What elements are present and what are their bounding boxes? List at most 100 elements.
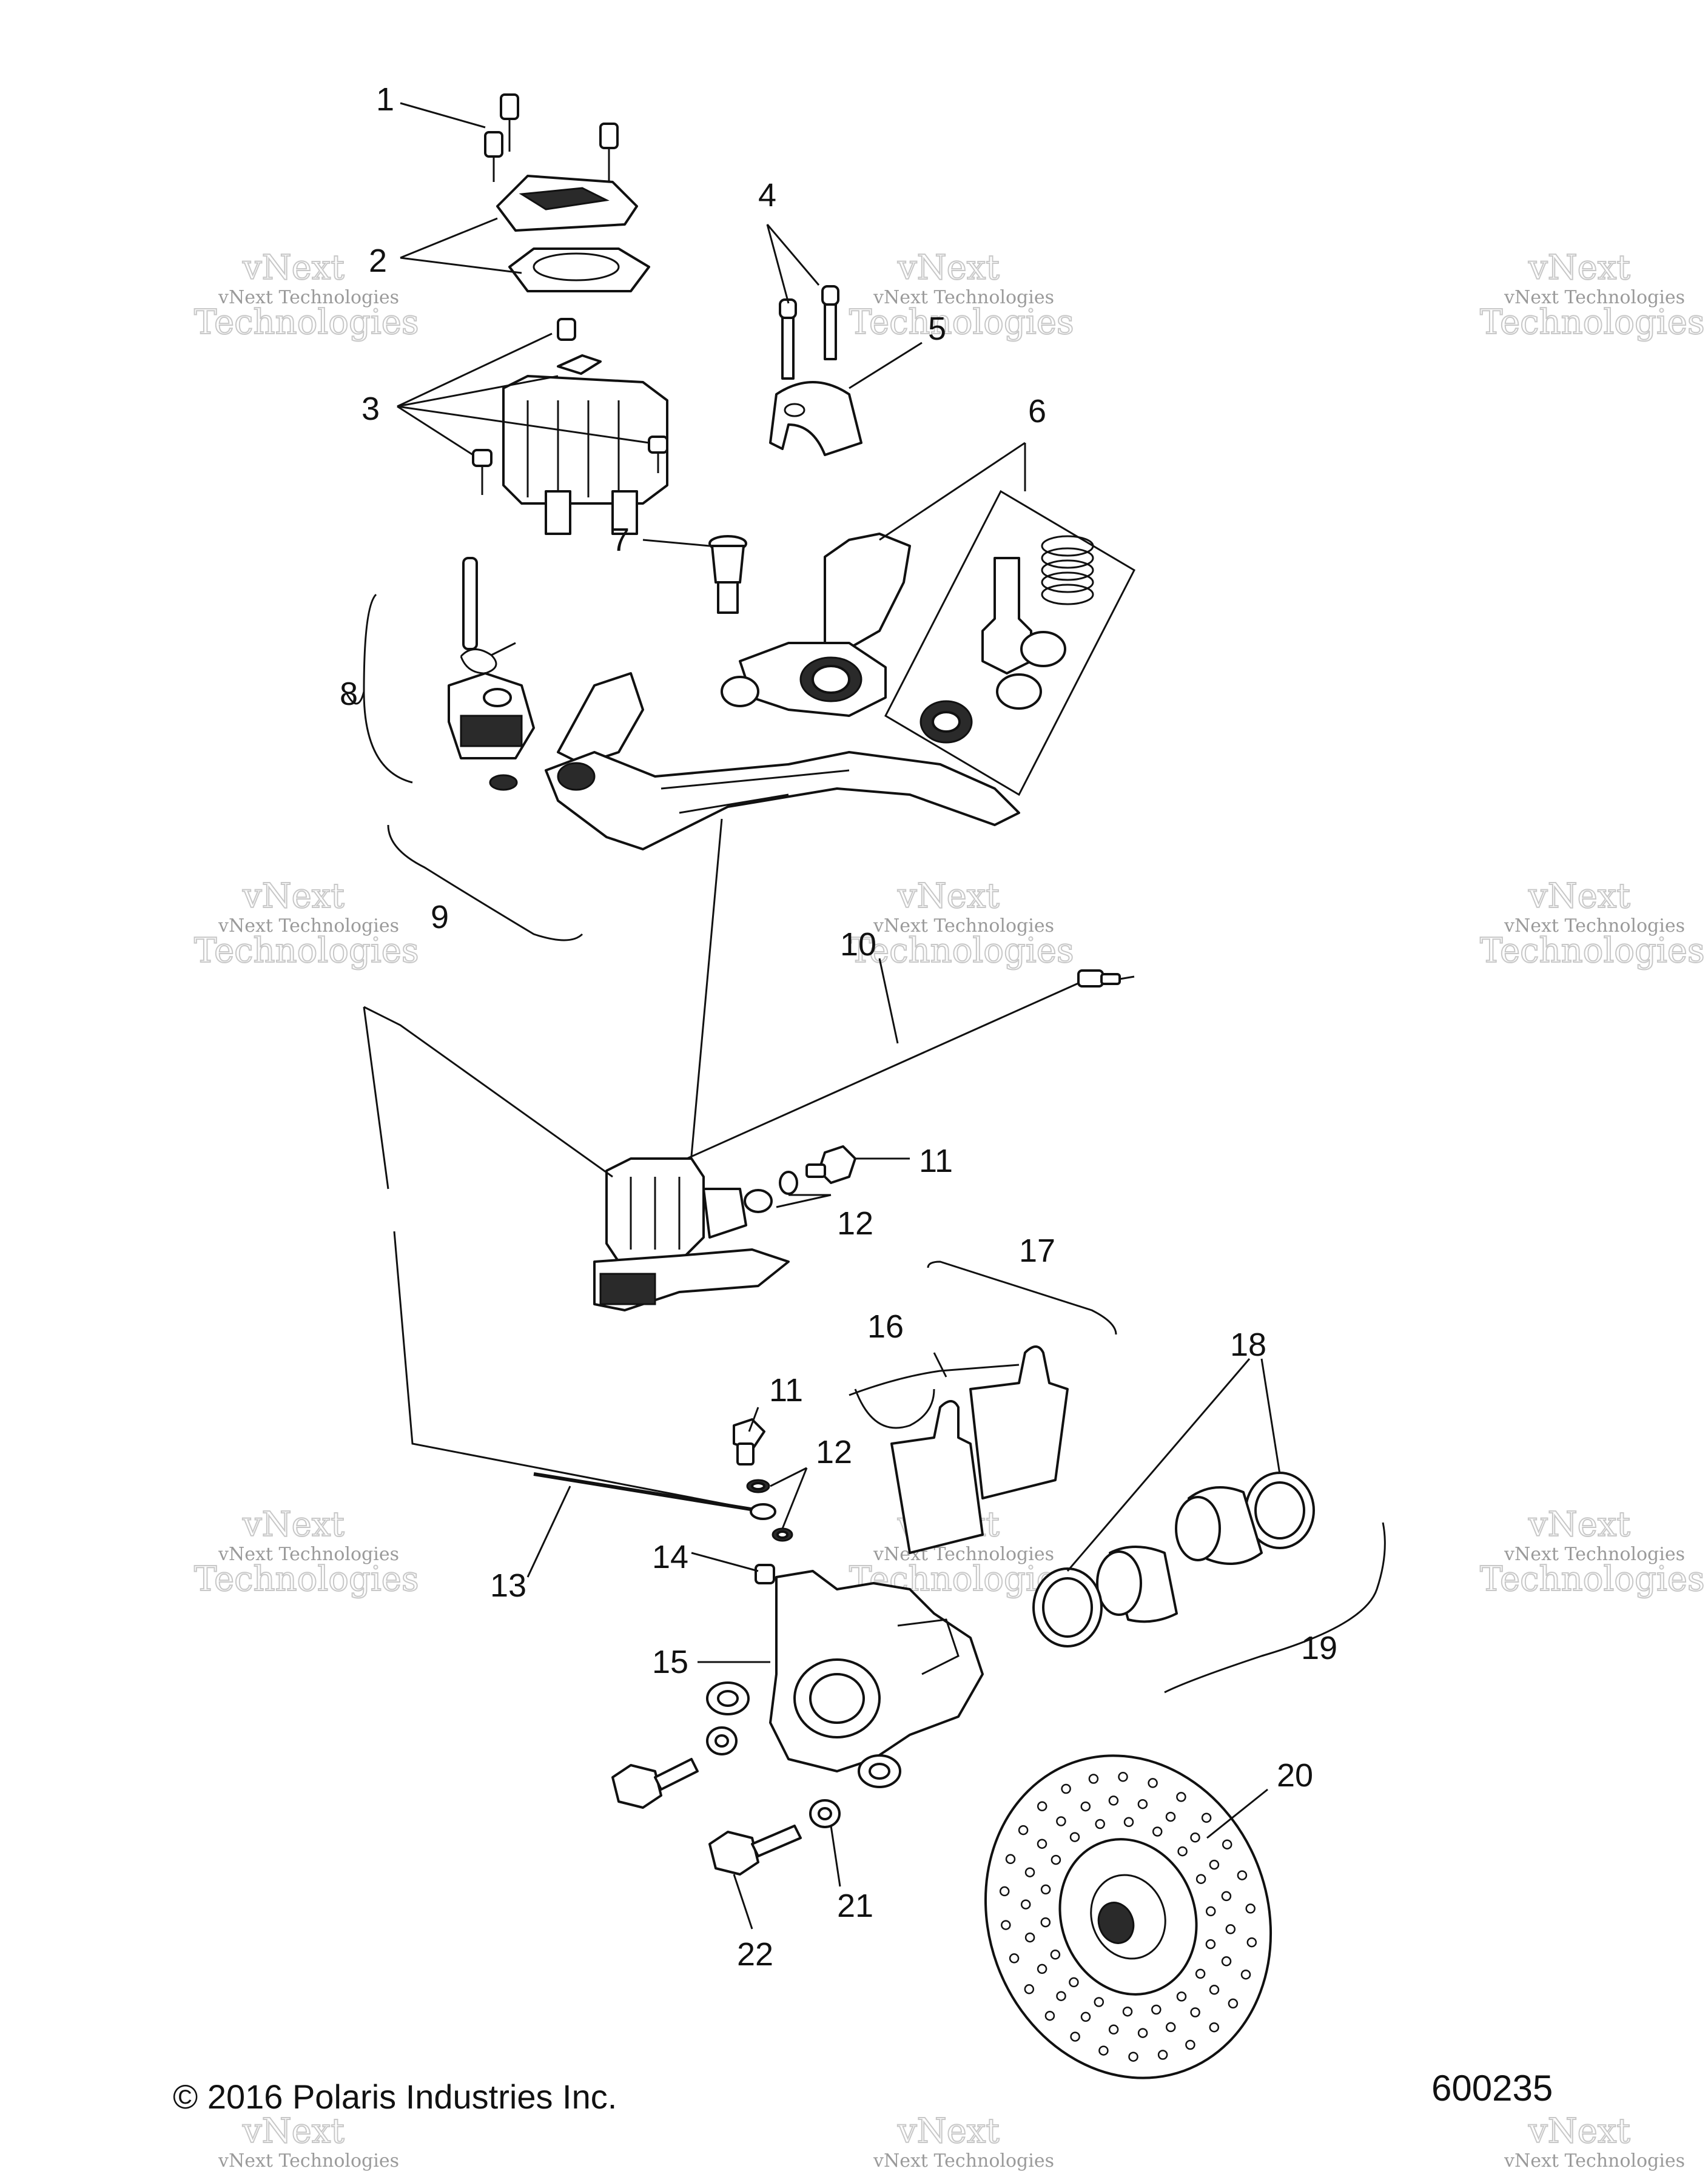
svg-text:vNext Technologies: vNext Technologies bbox=[218, 287, 399, 308]
disc-hole bbox=[1195, 1874, 1206, 1884]
bracket-19 bbox=[1164, 1522, 1386, 1694]
disc-hole bbox=[1094, 1997, 1104, 2007]
svg-text:Technologies: Technologies bbox=[1480, 931, 1705, 971]
svg-text:vNext Technologies: vNext Technologies bbox=[873, 915, 1054, 937]
bracket-9 bbox=[387, 824, 583, 941]
watermark: vNext Technologies vNext Technologies bbox=[849, 247, 1075, 343]
part-14-bleeder bbox=[755, 1564, 775, 1584]
disc-hole bbox=[1037, 1801, 1047, 1812]
svg-text:vNext: vNext bbox=[1528, 1505, 1630, 1544]
disc-hole bbox=[1051, 1854, 1061, 1865]
disc-hole bbox=[1185, 2039, 1195, 2050]
svg-text:vNext Technologies: vNext Technologies bbox=[1504, 915, 1685, 937]
svg-text:vNext Technologies: vNext Technologies bbox=[1504, 2150, 1685, 2172]
disc-hole bbox=[1095, 1819, 1105, 1829]
disc-hole bbox=[1209, 2022, 1220, 2033]
svg-text:Technologies: Technologies bbox=[849, 931, 1074, 971]
disc-hole bbox=[1080, 2011, 1091, 2022]
callout-19: 19 bbox=[1301, 1630, 1337, 1666]
disc-hole bbox=[1225, 1924, 1236, 1934]
banjo-bolt-upper bbox=[744, 1145, 856, 1213]
spring bbox=[1041, 535, 1094, 605]
svg-text:vNext: vNext bbox=[242, 1505, 345, 1544]
disc-hole bbox=[1056, 1991, 1066, 2001]
svg-text:Technologies: Technologies bbox=[194, 1560, 419, 1599]
part-2-reservoir-cover bbox=[496, 175, 650, 292]
disc-hole bbox=[1070, 2031, 1080, 2042]
callout-18: 18 bbox=[1230, 1327, 1266, 1363]
disc-hole bbox=[1201, 1812, 1212, 1823]
callout-12-upper: 12 bbox=[837, 1205, 873, 1242]
callout-9: 9 bbox=[431, 899, 449, 935]
svg-text:vNext Technologies: vNext Technologies bbox=[873, 287, 1054, 308]
disc-hole bbox=[1246, 1937, 1257, 1948]
drawing-number: 600235 bbox=[1431, 2068, 1553, 2108]
watermark: vNext vNext Technologies bbox=[873, 2111, 1054, 2172]
disc-hole bbox=[1037, 1964, 1047, 1974]
leader-lines bbox=[397, 102, 1281, 1930]
watermark: vNext vNext Technologies bbox=[1504, 2111, 1685, 2172]
assembly-leader bbox=[688, 818, 723, 1183]
part-6-piston-kit bbox=[884, 490, 1135, 796]
disc-hole bbox=[1221, 1891, 1232, 1902]
svg-text:vNext Technologies: vNext Technologies bbox=[1504, 287, 1685, 308]
watermarks: vNext Technologies vNext Technologies vN… bbox=[193, 247, 1706, 2172]
svg-text:vNext: vNext bbox=[897, 2112, 1000, 2151]
part-3-master-cylinder-body bbox=[472, 318, 668, 535]
svg-text:vNext: vNext bbox=[242, 248, 345, 288]
disc-hole bbox=[1177, 1846, 1188, 1857]
disc-hole bbox=[1165, 2022, 1176, 2033]
disc-hole bbox=[1209, 1985, 1220, 1995]
svg-text:vNext: vNext bbox=[897, 877, 1000, 916]
disc-hole bbox=[1122, 2006, 1133, 2017]
disc-hole bbox=[1237, 1870, 1248, 1880]
part-16-pin bbox=[849, 1364, 1020, 1429]
svg-text:vNext: vNext bbox=[1528, 2112, 1630, 2151]
disc-hole bbox=[1098, 2045, 1109, 2056]
part-20-brake-disc bbox=[984, 1754, 1273, 2079]
disc-hole bbox=[1108, 1795, 1119, 1806]
callout-12-lower: 12 bbox=[816, 1434, 852, 1470]
disc-hole bbox=[1056, 1816, 1066, 1826]
svg-text:Technologies: Technologies bbox=[1480, 303, 1705, 342]
disc-hole bbox=[1148, 1778, 1158, 1788]
disc-hole bbox=[1118, 1772, 1128, 1782]
watermark: vNext Technologies vNext Technologies bbox=[193, 876, 420, 971]
callout-5: 5 bbox=[928, 311, 946, 347]
part-13-brake-line bbox=[363, 1006, 776, 1520]
callout-15: 15 bbox=[652, 1644, 688, 1680]
svg-text:vNext Technologies: vNext Technologies bbox=[873, 2150, 1054, 2172]
disc-hole bbox=[1176, 1792, 1186, 1802]
callout-8: 8 bbox=[340, 676, 358, 712]
svg-text:vNext Technologies: vNext Technologies bbox=[873, 1544, 1054, 1565]
watermark: vNext Technologies vNext Technologies bbox=[1479, 876, 1706, 971]
svg-text:vNext: vNext bbox=[897, 248, 1000, 288]
disc-hole bbox=[1037, 1839, 1047, 1849]
disc-hole bbox=[1222, 1839, 1232, 1849]
disc-hole bbox=[1018, 1825, 1029, 1836]
svg-text:Technologies: Technologies bbox=[849, 303, 1074, 342]
disc-hole bbox=[1108, 2024, 1119, 2035]
part-18-19-pistons-seals bbox=[1032, 1472, 1315, 1647]
watermark: vNext Technologies vNext Technologies bbox=[1479, 1504, 1706, 1600]
disc-hole bbox=[1020, 1899, 1031, 1910]
disc-hole bbox=[1069, 1977, 1079, 1988]
disc-hole bbox=[1245, 1903, 1256, 1914]
disc-hole bbox=[1165, 1811, 1176, 1822]
disc-hole bbox=[1005, 1854, 1016, 1865]
master-cylinder-assembly bbox=[593, 1157, 790, 1311]
svg-text:vNext Technologies: vNext Technologies bbox=[1504, 1544, 1685, 1565]
callout-17: 17 bbox=[1019, 1233, 1055, 1269]
part-21-22-bolts bbox=[611, 1726, 841, 1876]
part-10-switch-wire bbox=[673, 969, 1135, 1166]
svg-text:vNext: vNext bbox=[1528, 877, 1630, 916]
svg-text:vNext: vNext bbox=[1528, 248, 1630, 288]
callout-3: 3 bbox=[361, 391, 380, 427]
svg-text:vNext Technologies: vNext Technologies bbox=[218, 2150, 399, 2172]
disc-hole bbox=[1040, 1917, 1051, 1928]
disc-hole bbox=[1195, 1968, 1206, 1979]
callout-16: 16 bbox=[867, 1308, 904, 1345]
copyright-notice: © 2016 Polaris Industries Inc. bbox=[173, 2078, 617, 2116]
disc-hole bbox=[1190, 2007, 1200, 2018]
